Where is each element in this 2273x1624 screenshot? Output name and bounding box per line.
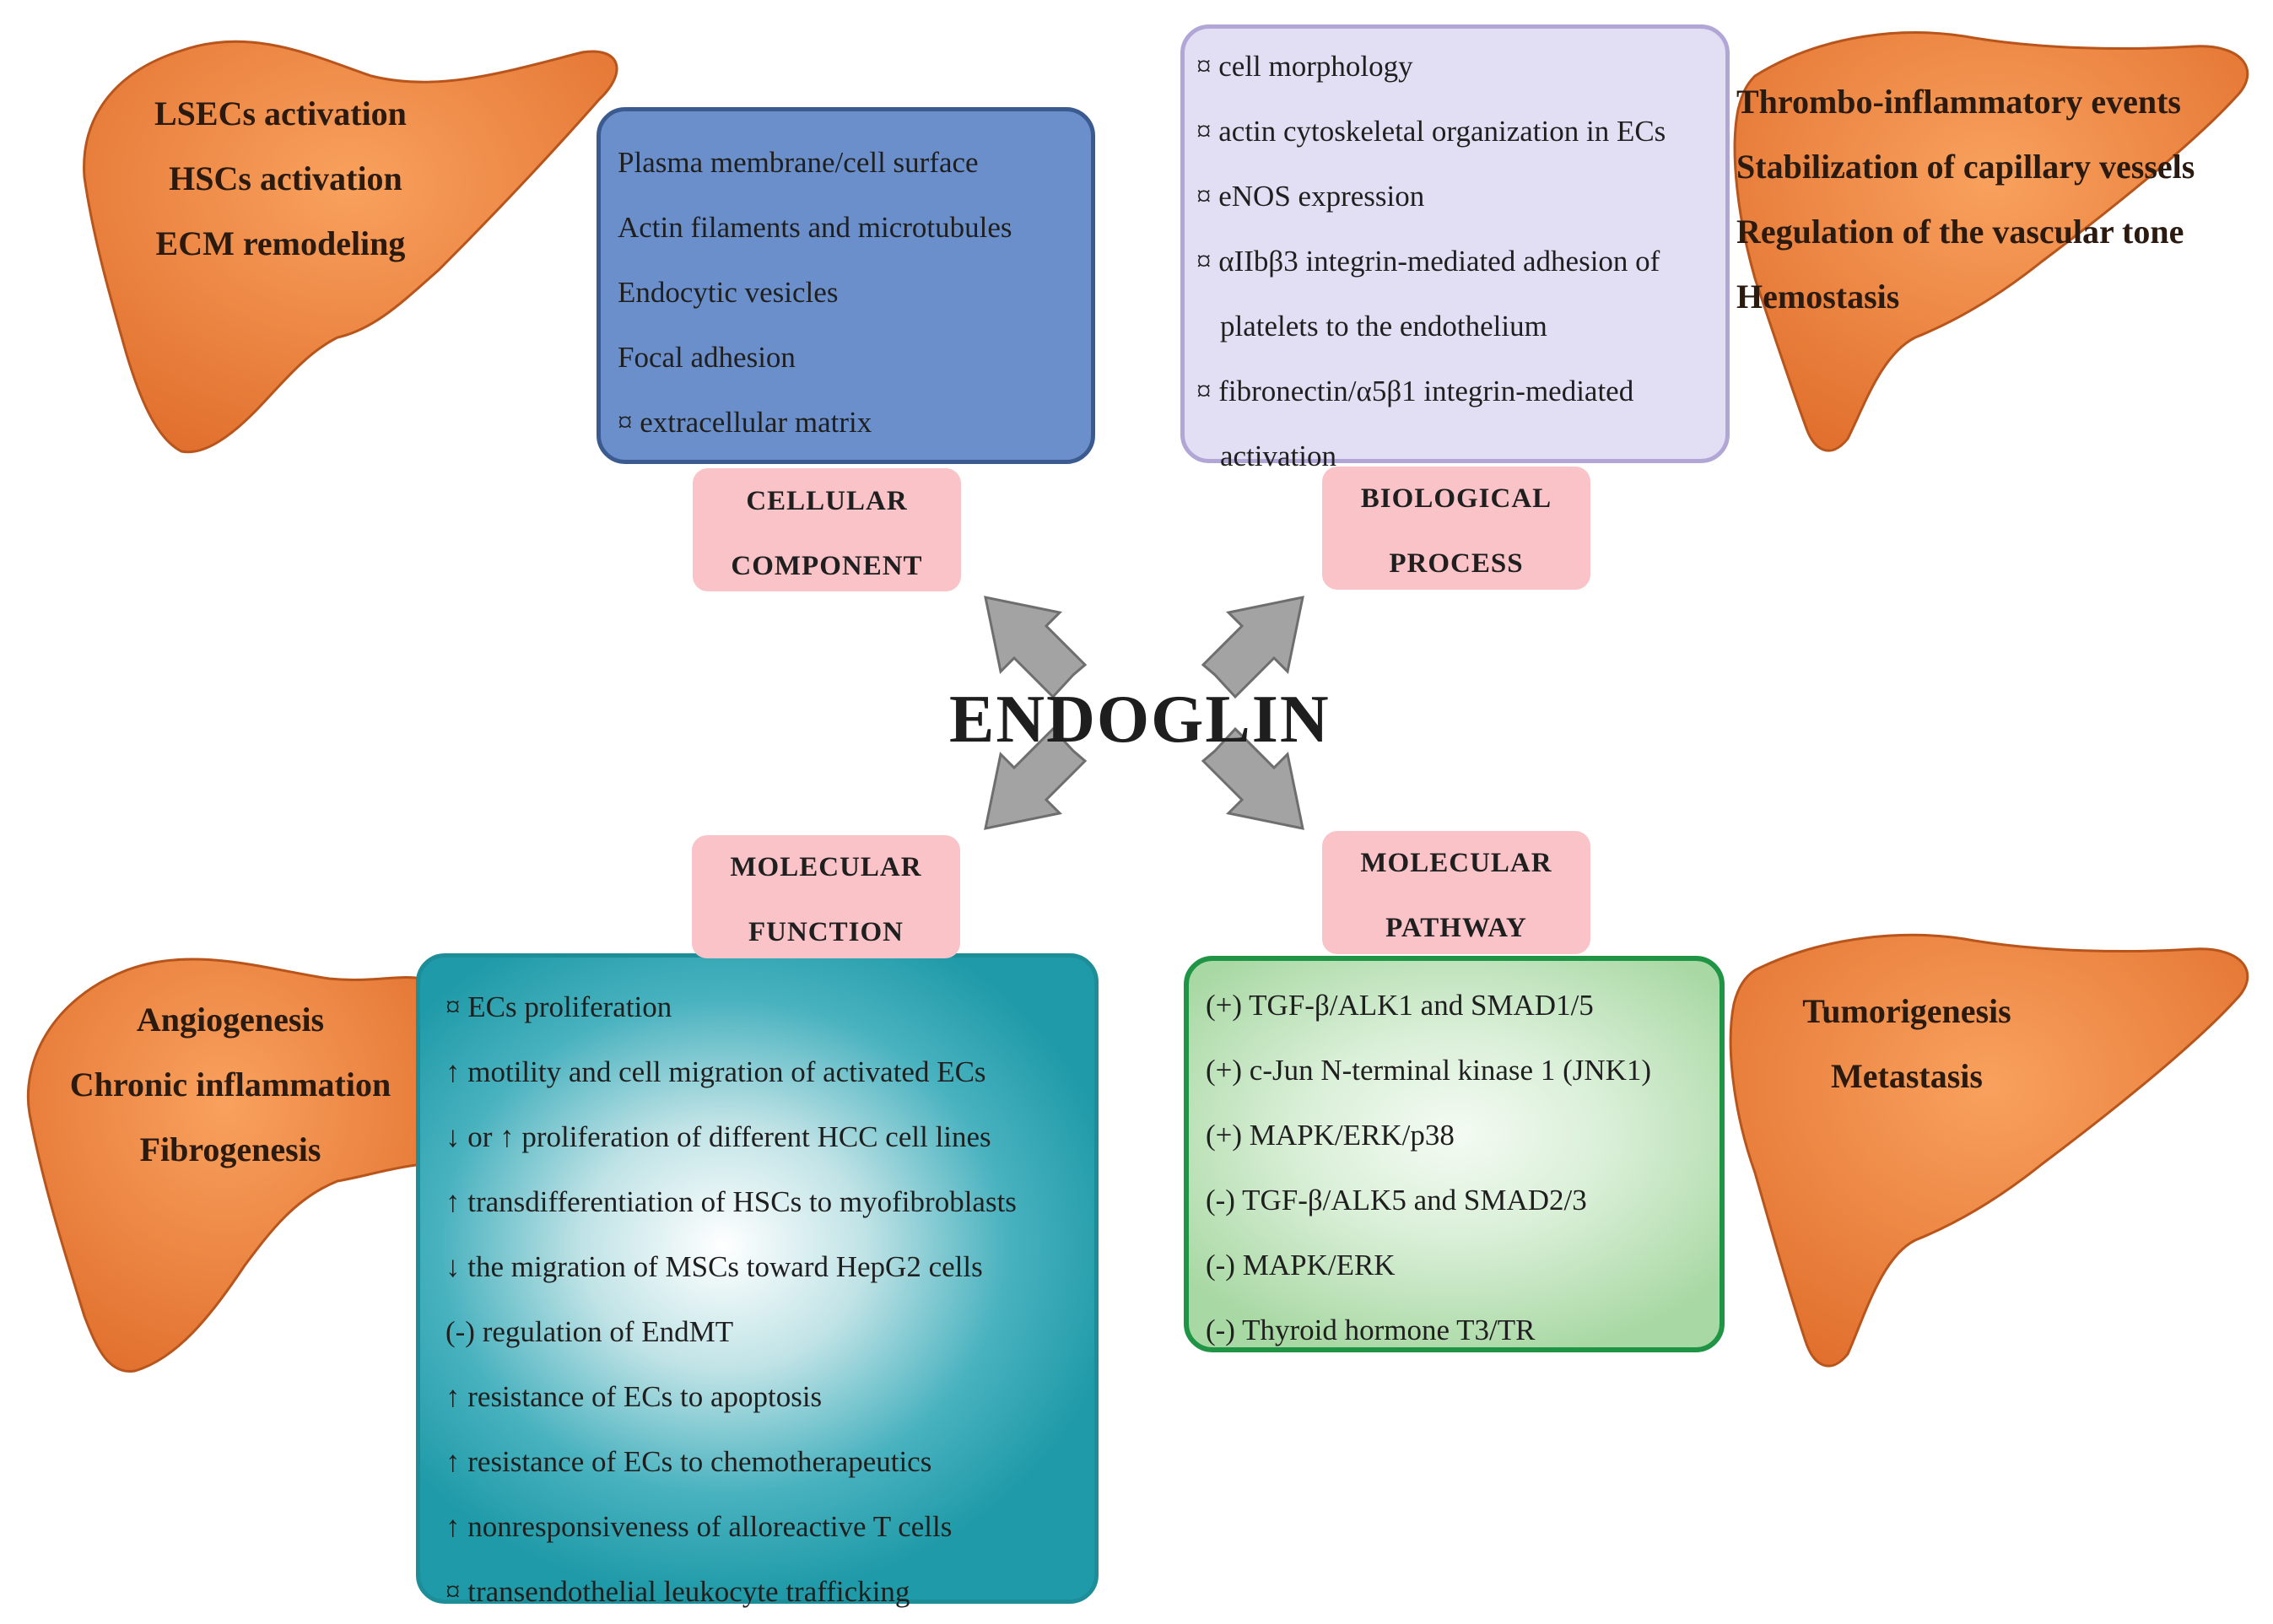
- liver-text-line: Stabilization of capillary vessels: [1736, 148, 2195, 186]
- liver-text-line: Thrombo-inflammatory events: [1736, 83, 2181, 121]
- list-item: ¤ eNOS expression: [1196, 180, 1425, 213]
- molecular-pathway-box: (+) TGF-β/ALK1 and SMAD1/5 (+) c-Jun N-t…: [1184, 956, 1725, 1352]
- list-item: Focal adhesion: [618, 341, 796, 374]
- list-item: ↓ the migration of MSCs toward HepG2 cel…: [445, 1250, 983, 1283]
- label-line: BIOLOGICAL: [1360, 483, 1552, 514]
- list-item: activation: [1220, 440, 1337, 472]
- list-item: Actin filaments and microtubules: [618, 211, 1012, 244]
- list-item: (-) Thyroid hormone T3/TR: [1206, 1314, 1536, 1346]
- liver-text-line: Tumorigenesis: [1802, 992, 2011, 1030]
- liver-text-line: Metastasis: [1831, 1057, 1983, 1095]
- list-item: ↓ or ↑ proliferation of different HCC ce…: [445, 1120, 991, 1153]
- arrow-to-cellular-component-icon: [984, 596, 1088, 699]
- list-item: platelets to the endothelium: [1220, 310, 1547, 343]
- liver-top-left-text: LSECs activation HSCs activation ECM rem…: [154, 81, 407, 276]
- liver-bottom-right-icon: [1729, 933, 2249, 1368]
- list-item: ↑ transdifferentiation of HSCs to myofib…: [445, 1185, 1017, 1218]
- liver-text-line: ECM remodeling: [155, 224, 406, 262]
- liver-text-line: Fibrogenesis: [139, 1130, 321, 1168]
- list-item: (+) c-Jun N-terminal kinase 1 (JNK1): [1206, 1054, 1652, 1087]
- liver-bottom-left-icon: [26, 958, 424, 1373]
- list-item: (-) regulation of EndMT: [445, 1315, 734, 1348]
- list-item: ¤ ECs proliferation: [445, 990, 672, 1023]
- list-item: ¤ transendothelial leukocyte trafficking: [445, 1575, 910, 1608]
- liver-top-right-text: Thrombo-inflammatory events Stabilizatio…: [1736, 69, 2195, 329]
- list-item: ↑ resistance of ECs to chemotherapeutics: [445, 1445, 932, 1478]
- list-item: Plasma membrane/cell surface: [618, 146, 979, 179]
- liver-text-line: Chronic inflammation: [69, 1066, 391, 1103]
- label-line: PATHWAY: [1385, 913, 1527, 943]
- molecular-function-box: ¤ ECs proliferation ↑ motility and cell …: [416, 953, 1099, 1608]
- liver-bottom-right-text: Tumorigenesis Metastasis: [1772, 979, 2042, 1109]
- liver-top-right-icon: [1733, 31, 2249, 452]
- list-item: (+) TGF-β/ALK1 and SMAD1/5: [1206, 989, 1594, 1022]
- liver-text-line: HSCs activation: [169, 159, 402, 197]
- label-line: CELLULAR: [746, 486, 908, 516]
- list-item: ↑ resistance of ECs to apoptosis: [445, 1380, 823, 1413]
- arrow-to-biological-process-icon: [1201, 596, 1304, 699]
- label-line: MOLECULAR: [730, 852, 922, 882]
- liver-text-line: LSECs activation: [154, 94, 407, 132]
- list-item: ↑ nonresponsiveness of alloreactive T ce…: [445, 1510, 953, 1543]
- liver-text-line: Hemostasis: [1736, 278, 1900, 316]
- arrow-to-molecular-pathway-icon: [1201, 726, 1304, 830]
- list-item: ↑ motility and cell migration of activat…: [445, 1055, 986, 1088]
- liver-text-line: Regulation of the vascular tone: [1736, 213, 2184, 251]
- molecular-function-label: MOLECULAR FUNCTION: [692, 835, 960, 958]
- liver-top-left-icon: [83, 40, 618, 454]
- list-item: ¤ actin cytoskeletal organization in ECs: [1196, 115, 1666, 148]
- list-item: ¤ cell morphology: [1196, 50, 1413, 83]
- cellular-component-box: Plasma membrane/cell surface Actin filam…: [597, 107, 1095, 464]
- list-item: Endocytic vesicles: [618, 276, 839, 309]
- biological-process-box: ¤ cell morphology ¤ actin cytoskeletal o…: [1180, 24, 1730, 472]
- molecular-function-list: ¤ ECs proliferation ↑ motility and cell …: [445, 974, 1094, 1624]
- biological-process-label: BIOLOGICAL PROCESS: [1322, 467, 1590, 590]
- list-item: ¤ extracellular matrix: [618, 406, 872, 439]
- liver-bottom-left-text: Angiogenesis Chronic inflammation Fibrog…: [49, 987, 412, 1182]
- label-line: FUNCTION: [748, 917, 904, 947]
- list-item: ¤ fibronectin/α5β1 integrin-mediated: [1196, 375, 1634, 407]
- label-line: PROCESS: [1389, 548, 1524, 579]
- molecular-pathway-list: (+) TGF-β/ALK1 and SMAD1/5 (+) c-Jun N-t…: [1206, 973, 1720, 1362]
- list-item: (-) MAPK/ERK: [1206, 1249, 1396, 1281]
- list-item: (-) TGF-β/ALK5 and SMAD2/3: [1206, 1184, 1587, 1217]
- list-item: (+) MAPK/ERK/p38: [1206, 1119, 1455, 1152]
- liver-text-line: Angiogenesis: [136, 1001, 325, 1039]
- cellular-component-list: Plasma membrane/cell surface Actin filam…: [618, 130, 1091, 455]
- arrow-to-molecular-function-icon: [984, 726, 1088, 830]
- label-line: COMPONENT: [731, 551, 923, 581]
- cellular-component-label: CELLULAR COMPONENT: [693, 468, 961, 591]
- label-line: MOLECULAR: [1360, 848, 1552, 878]
- biological-process-list: ¤ cell morphology ¤ actin cytoskeletal o…: [1196, 34, 1725, 488]
- list-item: ¤ αIIbβ3 integrin-mediated adhesion of: [1196, 245, 1660, 278]
- center-title: ENDOGLIN: [949, 683, 1331, 757]
- molecular-pathway-label: MOLECULAR PATHWAY: [1322, 831, 1590, 954]
